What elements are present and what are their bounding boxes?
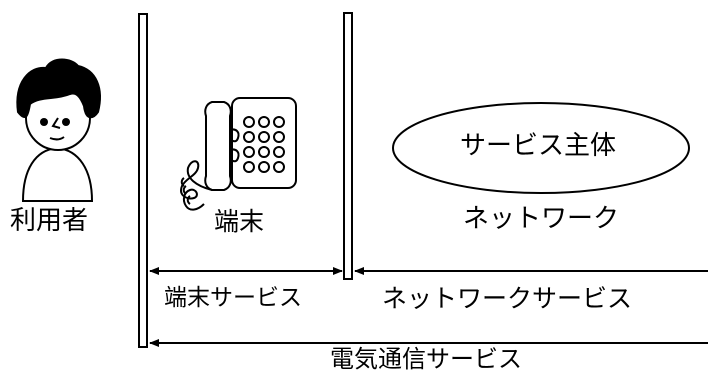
user-terminal-boundary bbox=[138, 13, 148, 348]
service-entity-ellipse bbox=[392, 102, 690, 194]
telecom-service-label: 電気通信サービス bbox=[330, 345, 522, 373]
service-entity-label: サービス主体 bbox=[460, 131, 617, 161]
person-icon bbox=[16, 58, 101, 202]
terminal-network-boundary bbox=[343, 12, 353, 280]
network-label: ネットワーク bbox=[463, 204, 620, 234]
terminal-label: 端末 bbox=[214, 207, 265, 236]
user-label: 利用者 bbox=[10, 206, 89, 236]
terminal-service-label: 端末サービス bbox=[164, 285, 302, 311]
network-service-label: ネットワークサービス bbox=[382, 284, 633, 313]
telephone-icon bbox=[180, 97, 297, 211]
